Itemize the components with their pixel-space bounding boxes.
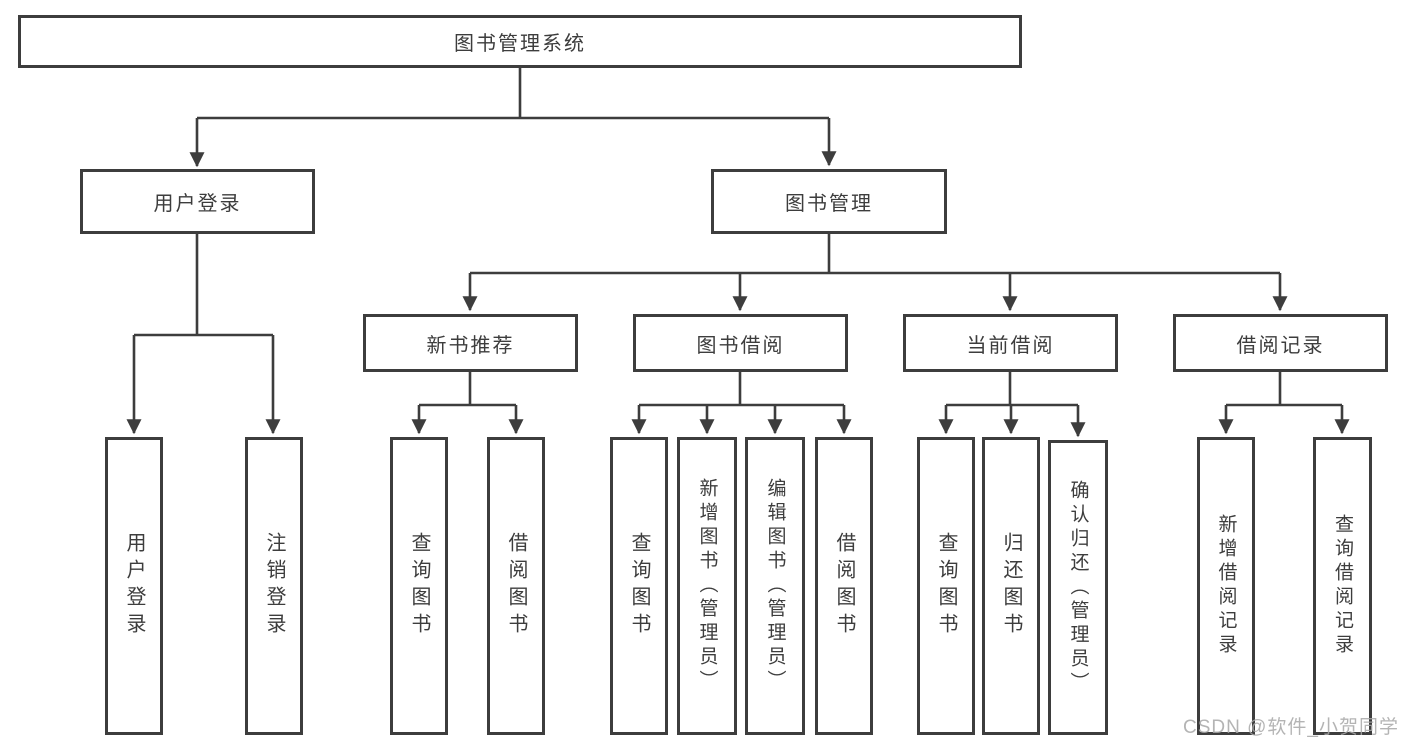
- leaf-query-borrow-record: 查询借阅记录: [1313, 437, 1372, 735]
- node-current-borrow: 当前借阅: [903, 314, 1118, 372]
- leaf-edit-books-admin: 编辑图书（管理员）: [745, 437, 805, 735]
- leaf-query-books-3: 查询图书: [917, 437, 975, 735]
- user-login-connectors: [126, 234, 281, 435]
- leaf-logout: 注销登录: [245, 437, 303, 735]
- root-to-level2-connectors: [189, 68, 837, 168]
- node-root-system: 图书管理系统: [18, 15, 1022, 68]
- leaf-query-books-1: 查询图书: [390, 437, 448, 735]
- records-connectors: [1218, 372, 1350, 435]
- current-borrow-connectors: [938, 372, 1086, 438]
- leaf-user-login: 用户登录: [105, 437, 163, 735]
- new-book-connectors: [411, 372, 524, 435]
- leaf-add-books-admin: 新增图书（管理员）: [677, 437, 737, 735]
- leaf-confirm-return-admin: 确认归还（管理员）: [1048, 440, 1108, 735]
- node-new-book-recommend: 新书推荐: [363, 314, 578, 372]
- leaf-borrow-books-2: 借阅图书: [815, 437, 873, 735]
- node-book-borrow: 图书借阅: [633, 314, 848, 372]
- book-mgmt-to-level3-connectors: [462, 234, 1288, 312]
- borrow-connectors: [631, 372, 852, 435]
- leaf-borrow-books-1: 借阅图书: [487, 437, 545, 735]
- leaf-add-borrow-record: 新增借阅记录: [1197, 437, 1255, 735]
- node-borrow-records: 借阅记录: [1173, 314, 1388, 372]
- node-book-management: 图书管理: [711, 169, 947, 234]
- csdn-watermark: CSDN @软件_小贺同学: [1183, 717, 1399, 738]
- node-user-login: 用户登录: [80, 169, 315, 234]
- leaf-return-books: 归还图书: [982, 437, 1040, 735]
- leaf-query-books-2: 查询图书: [610, 437, 668, 735]
